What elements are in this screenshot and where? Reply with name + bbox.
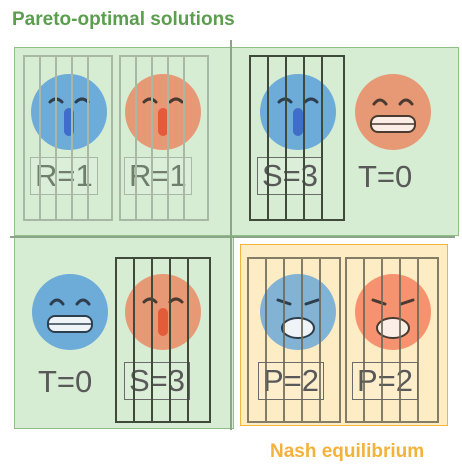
payoff-label: R=1	[124, 157, 192, 195]
nash-equilibrium-title: Nash equilibrium	[270, 441, 425, 462]
weary-face-icon	[355, 274, 431, 350]
grinning-face-icon	[355, 74, 431, 150]
payoff-label: T=0	[358, 159, 413, 194]
shushing-face-icon	[260, 74, 336, 150]
grinning-face-icon	[32, 274, 108, 350]
quadrant-divider-vertical	[230, 40, 232, 430]
jail-bars-top-left	[23, 55, 209, 221]
jail-bars-top-right	[249, 55, 345, 221]
pareto-optimal-title: Pareto-optimal solutions	[12, 9, 235, 30]
quadrant-divider-horizontal	[10, 236, 455, 238]
weary-face-icon	[260, 274, 336, 350]
jail-bars-bottom-right	[247, 257, 439, 423]
payoff-label: T=0	[38, 364, 93, 399]
payoff-label: R=1	[30, 157, 98, 195]
shushing-face-icon	[125, 274, 201, 350]
jail-bars-bottom-left	[115, 257, 211, 423]
payoff-label: P=2	[258, 362, 325, 400]
payoff-label: S=3	[124, 362, 191, 400]
shushing-face-icon	[125, 74, 201, 150]
